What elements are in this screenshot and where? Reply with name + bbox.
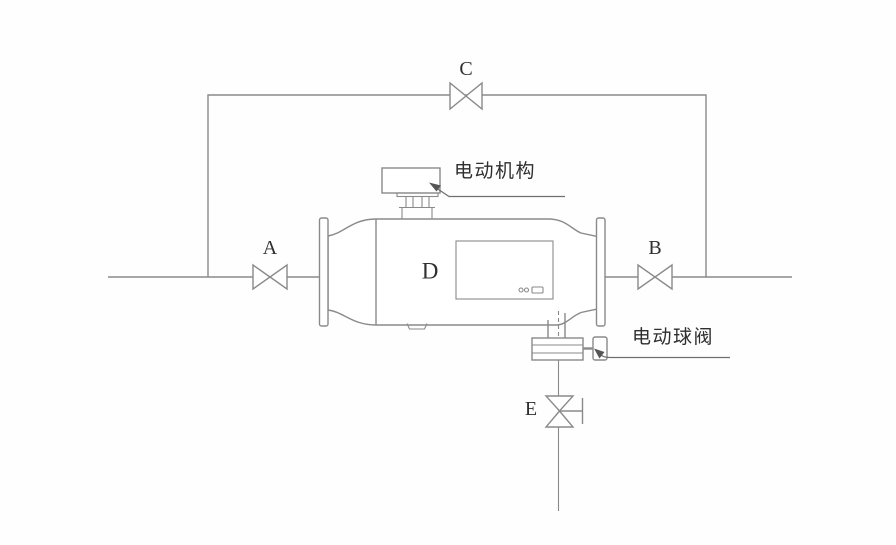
electric-actuator	[381, 167, 441, 219]
valve-e-label: E	[524, 398, 538, 420]
valve-b-label: B	[648, 237, 662, 259]
ball-valve-motor	[592, 336, 608, 361]
valve-e-symbol	[544, 395, 584, 428]
actuator-arrow-icon	[429, 182, 441, 192]
valve-b-symbol	[637, 263, 673, 291]
ball-valve-leader-line	[598, 352, 730, 359]
vessel-label: D	[421, 258, 439, 284]
drain-branch	[531, 311, 608, 511]
ball-valve-callout	[594, 348, 730, 359]
actuator-label: 电动机构	[454, 161, 537, 182]
vessel-right-flange	[595, 217, 606, 327]
panel-indicator-icon	[523, 287, 530, 293]
panel-indicator-icon	[518, 287, 524, 293]
actuator-box	[381, 167, 441, 194]
vessel-display-panel	[455, 240, 554, 300]
actuator-flange-plate	[396, 192, 439, 198]
valve-a-symbol	[252, 263, 288, 291]
valve-c-symbol	[449, 81, 483, 111]
valve-c-label: C	[459, 58, 473, 80]
vessel-bottom-plug	[406, 323, 428, 330]
valve-a-label: A	[262, 237, 278, 259]
panel-window	[531, 286, 544, 294]
ball-valve-body	[531, 337, 584, 361]
actuator-leader-line	[433, 186, 565, 198]
ball-valve-arrow-icon	[594, 348, 605, 359]
electric-ball-valve-symbol	[531, 336, 608, 361]
vessel-shell	[327, 218, 598, 326]
electric-ball-valve-label: 电动球阀	[632, 327, 715, 348]
filter-vessel	[318, 217, 606, 330]
vessel-left-flange	[318, 217, 329, 327]
actuator-callout	[429, 182, 565, 198]
